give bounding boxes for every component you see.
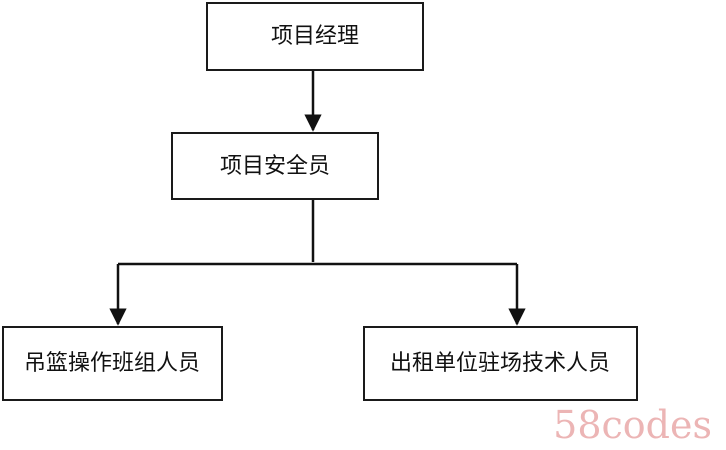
node-label-project-manager: 项目经理 [271,24,359,49]
node-safety-officer: 项目安全员 [171,132,379,200]
node-box-project-manager [206,2,424,71]
node-label-operation-team: 吊篮操作班组人员 [24,351,200,376]
watermark-text: 58codes [553,403,712,447]
node-operation-team: 吊篮操作班组人员 [2,326,223,401]
node-box-safety-officer [171,132,379,200]
node-label-safety-officer: 项目安全员 [220,154,330,179]
node-rental-tech: 出租单位驻场技术人员 [363,326,638,401]
node-label-rental-tech: 出租单位驻场技术人员 [390,351,610,376]
node-box-operation-team [2,326,223,401]
node-project-manager: 项目经理 [206,2,424,71]
node-box-rental-tech [363,326,638,401]
